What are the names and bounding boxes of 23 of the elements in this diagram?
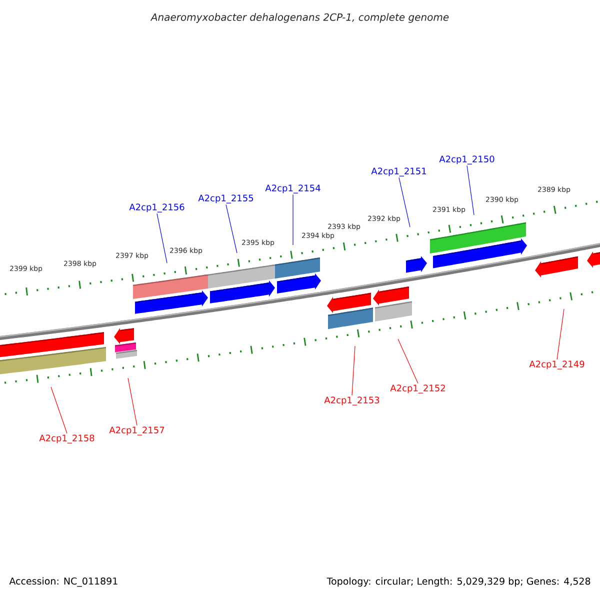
title: Anaeromyxobacter dehalogenans 2CP-1, complete genome [150, 13, 449, 23]
leader-line [128, 378, 138, 426]
gene-label: A2cp1_2152 [390, 384, 445, 394]
gene-label: A2cp1_2155 [198, 194, 254, 204]
gene-label: A2cp1_2156 [129, 204, 184, 212]
leader-line [398, 338, 418, 384]
gene-label: A2cp1_2153 [324, 396, 380, 406]
gene-label: A2cp1_2157 [109, 426, 164, 436]
leader-line [156, 213, 168, 264]
gene-label: A2cp1_2154 [265, 184, 320, 194]
gene-label: A2cp1_2149 [529, 360, 584, 370]
leader-line [352, 346, 356, 396]
leader-line [292, 194, 294, 246]
genome-info-text: Topology: circular; Length: 5,029,329 bp; Genes: 4,528 [326, 577, 590, 587]
leader-line [50, 386, 68, 434]
gene-label: A2cp1_2150 [439, 156, 494, 164]
leader-line [398, 177, 410, 228]
accession-text: Accession: NC_011891 [9, 577, 118, 587]
gene-label: A2cp1_2158 [39, 434, 94, 444]
leader-line [226, 204, 238, 254]
gene-label: A2cp1_2151 [371, 168, 426, 176]
leader-line [556, 308, 564, 360]
leader-line [466, 165, 474, 216]
